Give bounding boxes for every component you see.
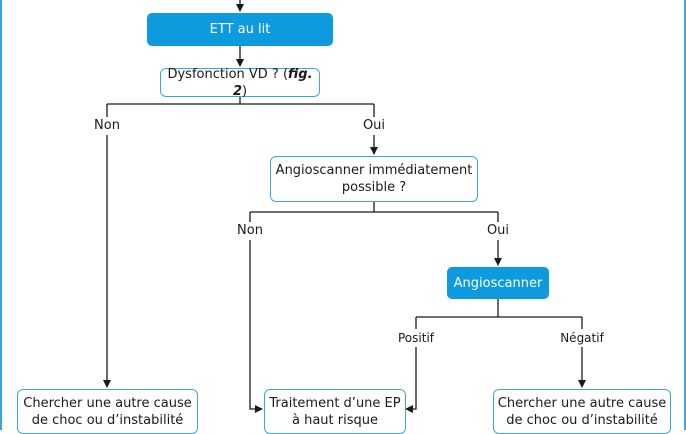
node-angioscanner-label: Angioscanner [453,275,543,291]
node-ett-label: ETT au lit [209,22,271,37]
node-dysfonction-vd: Dysfonction VD ? (fig. 2) [160,66,320,99]
node-autre-cause-right-line2: de choc ou d’instabilité [506,412,658,428]
node-angio-possible-line2: possible ? [341,180,407,195]
node-angioscanner: Angioscanner [447,267,549,299]
figure-reference: fig. 2 [232,66,313,99]
node-traitement-line1: Traitement d’une EP [269,395,401,411]
node-autre-cause-right: Chercher une autre cause de choc ou d’in… [493,389,671,434]
label-non-1: Non [94,118,120,133]
label-positif: Positif [398,331,434,345]
node-traitement-line2: à haut risque [292,412,378,428]
node-autre-cause-right-line1: Chercher une autre cause [497,395,667,411]
node-autre-cause-left-line1: Chercher une autre cause [23,395,192,411]
label-oui-1: Oui [362,118,386,133]
label-negatif: Négatif [560,331,604,345]
node-ett-au-lit: ETT au lit [147,13,333,46]
node-angioscanner-possible: Angioscanner immédiatement possible ? [270,156,478,202]
label-oui-2: Oui [486,223,510,238]
node-autre-cause-left: Chercher une autre cause de choc ou d’in… [17,389,198,434]
connector-non2-traitement [249,240,263,413]
node-traitement-ep: Traitement d’une EP à haut risque [264,389,406,434]
node-angio-possible-line1: Angioscanner immédiatement [275,163,473,178]
node-autre-cause-left-line2: de choc ou d’instabilité [31,412,184,428]
node-dysfonction-label: Dysfonction VD ? (fig. 2) [167,66,313,99]
label-non-2: Non [237,223,263,238]
connector-positif-traitement [405,347,417,413]
